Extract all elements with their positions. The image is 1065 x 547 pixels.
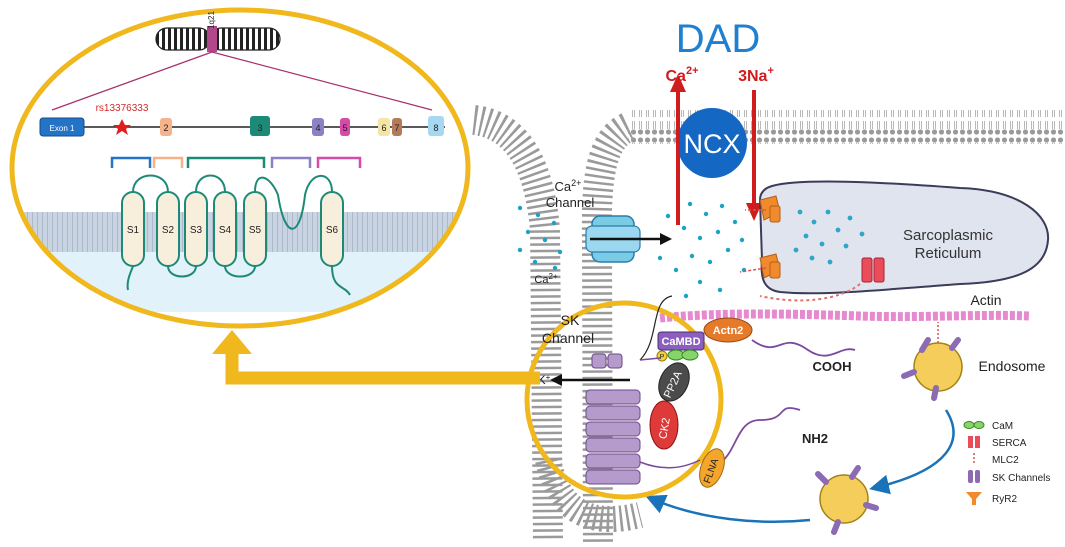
endosome-label: Endosome [979, 358, 1046, 374]
ca-ion-label: Ca2+ [534, 272, 558, 286]
ca-channel [585, 215, 672, 263]
legend-serca: SERCA [992, 438, 1027, 449]
ncx-exchanger: NCX [670, 74, 762, 225]
segment-label-s6: S6 [326, 225, 339, 236]
segment-label-s3: S3 [190, 225, 203, 236]
endosome-bottom [815, 465, 879, 535]
actin-filament [659, 309, 1031, 323]
segment-label-s1: S1 [127, 225, 140, 236]
trafficking-arrow-2 [645, 494, 811, 524]
legend: CaM SERCA MLC2 SK Channels RyR2 [963, 421, 1050, 505]
cambd-label: CaMBD [661, 336, 700, 348]
actn2-label: Actn2 [713, 325, 744, 337]
segment-labels: S1 S2 S3 S4 S5 S6 [127, 225, 339, 236]
ryr2-icon [759, 195, 781, 279]
ryr2-legend-icon [966, 492, 982, 505]
calcium-dots [517, 201, 747, 299]
gene-structure-lens [9, 7, 471, 329]
snp-star-icon [113, 119, 131, 135]
na-label: 3Na+ [738, 65, 774, 85]
segment-label-s2: S2 [162, 225, 175, 236]
segment-label-s5: S5 [249, 225, 262, 236]
ncx-label: NCX [683, 129, 740, 159]
exon-label-5: 5 [342, 123, 347, 133]
legend-ryr2: RyR2 [992, 494, 1017, 505]
cooh-label: COOH [813, 359, 852, 374]
ca-out-arrow [670, 74, 686, 92]
snp-label: rs13376333 [96, 103, 149, 114]
ck2-label: CK2 [657, 417, 673, 440]
sarcoplasmic-reticulum [758, 180, 1050, 295]
sr-label-1: Sarcoplasmic [903, 227, 994, 244]
legend-mlc2: MLC2 [992, 455, 1019, 466]
phospho-label: P [660, 354, 665, 361]
serca-icon [861, 257, 885, 283]
exon-label-7: 7 [394, 123, 399, 133]
serca-legend-icon [968, 436, 980, 448]
k-ion-label: K+ [538, 373, 551, 387]
cooh-tail [751, 339, 856, 357]
exon-labels: Exon 1 2 3 4 5 6 7 8 [50, 123, 439, 133]
legend-cam: CaM [992, 421, 1013, 432]
actin-label: Actin [970, 292, 1001, 308]
exon-label-3: 3 [257, 123, 262, 133]
diagram-title: DAD [676, 17, 760, 61]
exon-label-6: 6 [381, 123, 386, 133]
sk-label-2: Channel [542, 330, 594, 346]
sk-channel-zoom-circle [524, 295, 753, 500]
cam-icon [963, 421, 975, 429]
exon-label-1: Exon 1 [50, 124, 75, 133]
ca-channel-label-1: Ca2+ [555, 178, 582, 194]
segment-label-s4: S4 [219, 225, 232, 236]
sk-label-1: SK [561, 312, 580, 328]
na-in-arrow [746, 203, 762, 221]
ca-channel-label-2: Channel [546, 195, 595, 210]
exon-label-8: 8 [433, 123, 438, 133]
zoom-pointer-arrow [225, 350, 540, 385]
exon-label-4: 4 [315, 123, 320, 133]
exon-label-2: 2 [163, 123, 168, 133]
nh2-label: NH2 [802, 431, 828, 446]
sk-channel-legend-icon [968, 470, 980, 483]
chromosome-band-label: 1q21 [207, 11, 216, 29]
endosome-top [901, 322, 963, 401]
sr-label-2: Reticulum [915, 245, 982, 262]
ca-label: Ca2+ [666, 65, 699, 85]
legend-sk-channels: SK Channels [992, 473, 1050, 484]
trafficking-arrow-1 [869, 409, 955, 495]
